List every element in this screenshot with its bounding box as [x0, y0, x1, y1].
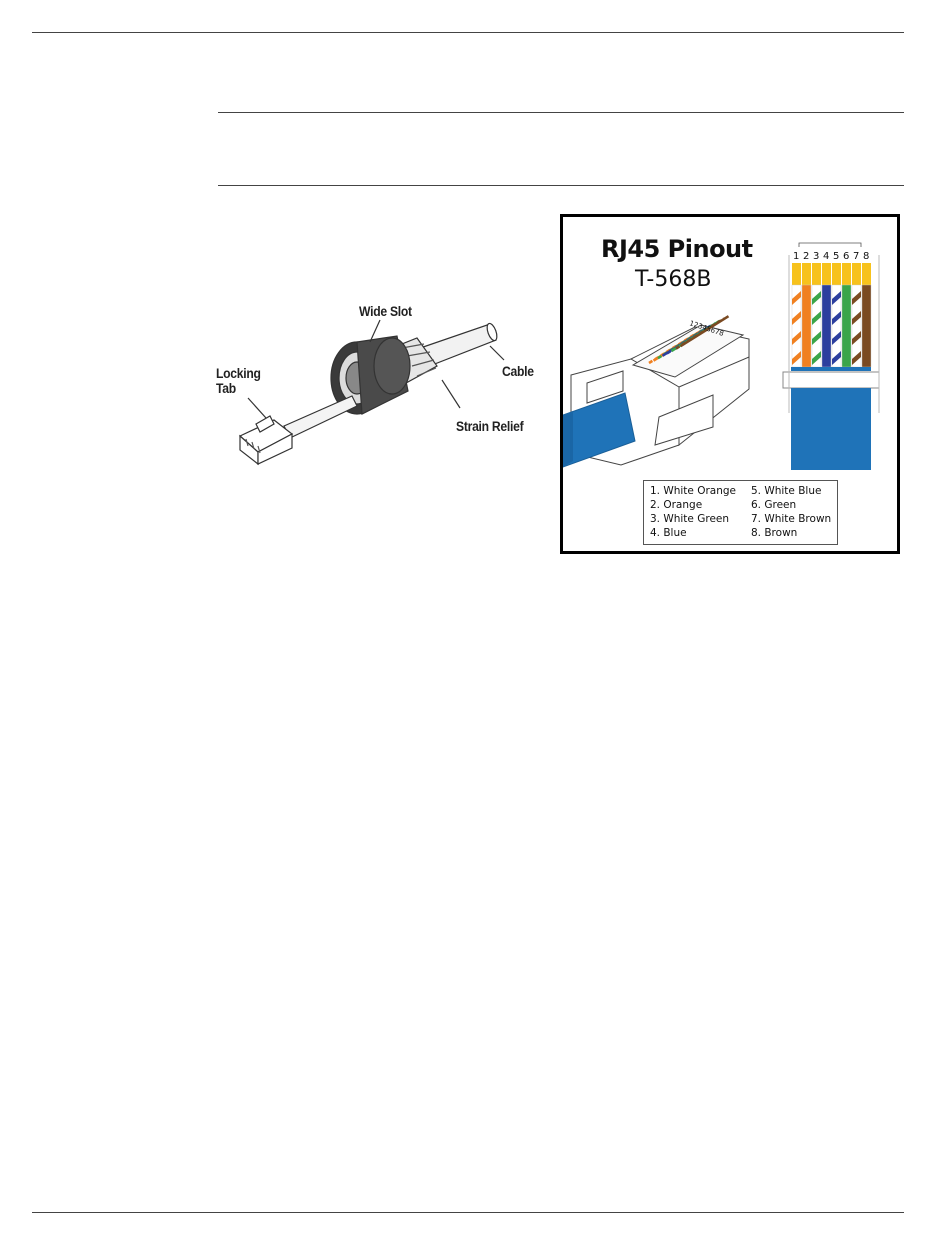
flat-wire-2 — [802, 263, 811, 367]
connector-drawing — [212, 296, 552, 476]
footer-rule — [32, 1212, 904, 1213]
legend-item-3: 3. White Green — [650, 513, 729, 526]
flat-wire-4 — [822, 263, 831, 367]
cable-jacket — [791, 388, 871, 470]
pin-number-6: 6 — [843, 251, 849, 262]
legend-item-2: 2. Orange — [650, 499, 702, 512]
pin-number-1: 1 — [793, 251, 799, 262]
pin-number-5: 5 — [833, 251, 839, 262]
header-rule — [32, 32, 904, 33]
flat-wire-7 — [852, 263, 861, 367]
flat-wire-8 — [862, 263, 871, 367]
pin-number-2: 2 — [803, 251, 809, 262]
pinout-title: RJ45 Pinout — [601, 235, 753, 263]
callout-wide-slot: Wide Slot — [359, 304, 412, 319]
pin-number-7: 7 — [853, 251, 859, 262]
pin-number-8: 8 — [863, 251, 869, 262]
callout-strain-relief: Strain Relief — [456, 419, 523, 434]
flat-wire-1 — [792, 263, 801, 367]
flat-wire-3 — [812, 263, 821, 367]
legend-item-5: 5. White Blue — [751, 485, 821, 498]
flat-wire-6 — [842, 263, 851, 367]
connector-illustration: Wide Slot Locking Tab Cable Strain Relie… — [212, 296, 552, 476]
callout-cable: Cable — [502, 364, 534, 379]
section-rule-upper — [218, 112, 904, 113]
legend-item-7: 7. White Brown — [751, 513, 831, 526]
pin-number-3: 3 — [813, 251, 819, 262]
rj45-plug-drawing — [563, 325, 749, 467]
legend-item-4: 4. Blue — [650, 527, 687, 540]
callout-locking-tab: Locking Tab — [216, 366, 261, 396]
section-rule-lower — [218, 185, 904, 186]
legend-item-6: 6. Green — [751, 499, 796, 512]
pinout-subtitle: T-568B — [635, 267, 711, 292]
pin-color-legend: 1. White Orange 2. Orange 3. White Green… — [643, 480, 838, 545]
legend-item-1: 1. White Orange — [650, 485, 736, 498]
legend-item-8: 8. Brown — [751, 527, 797, 540]
flat-wire-layout — [792, 263, 871, 367]
pin-number-4: 4 — [823, 251, 829, 262]
flat-wire-5 — [832, 263, 841, 367]
